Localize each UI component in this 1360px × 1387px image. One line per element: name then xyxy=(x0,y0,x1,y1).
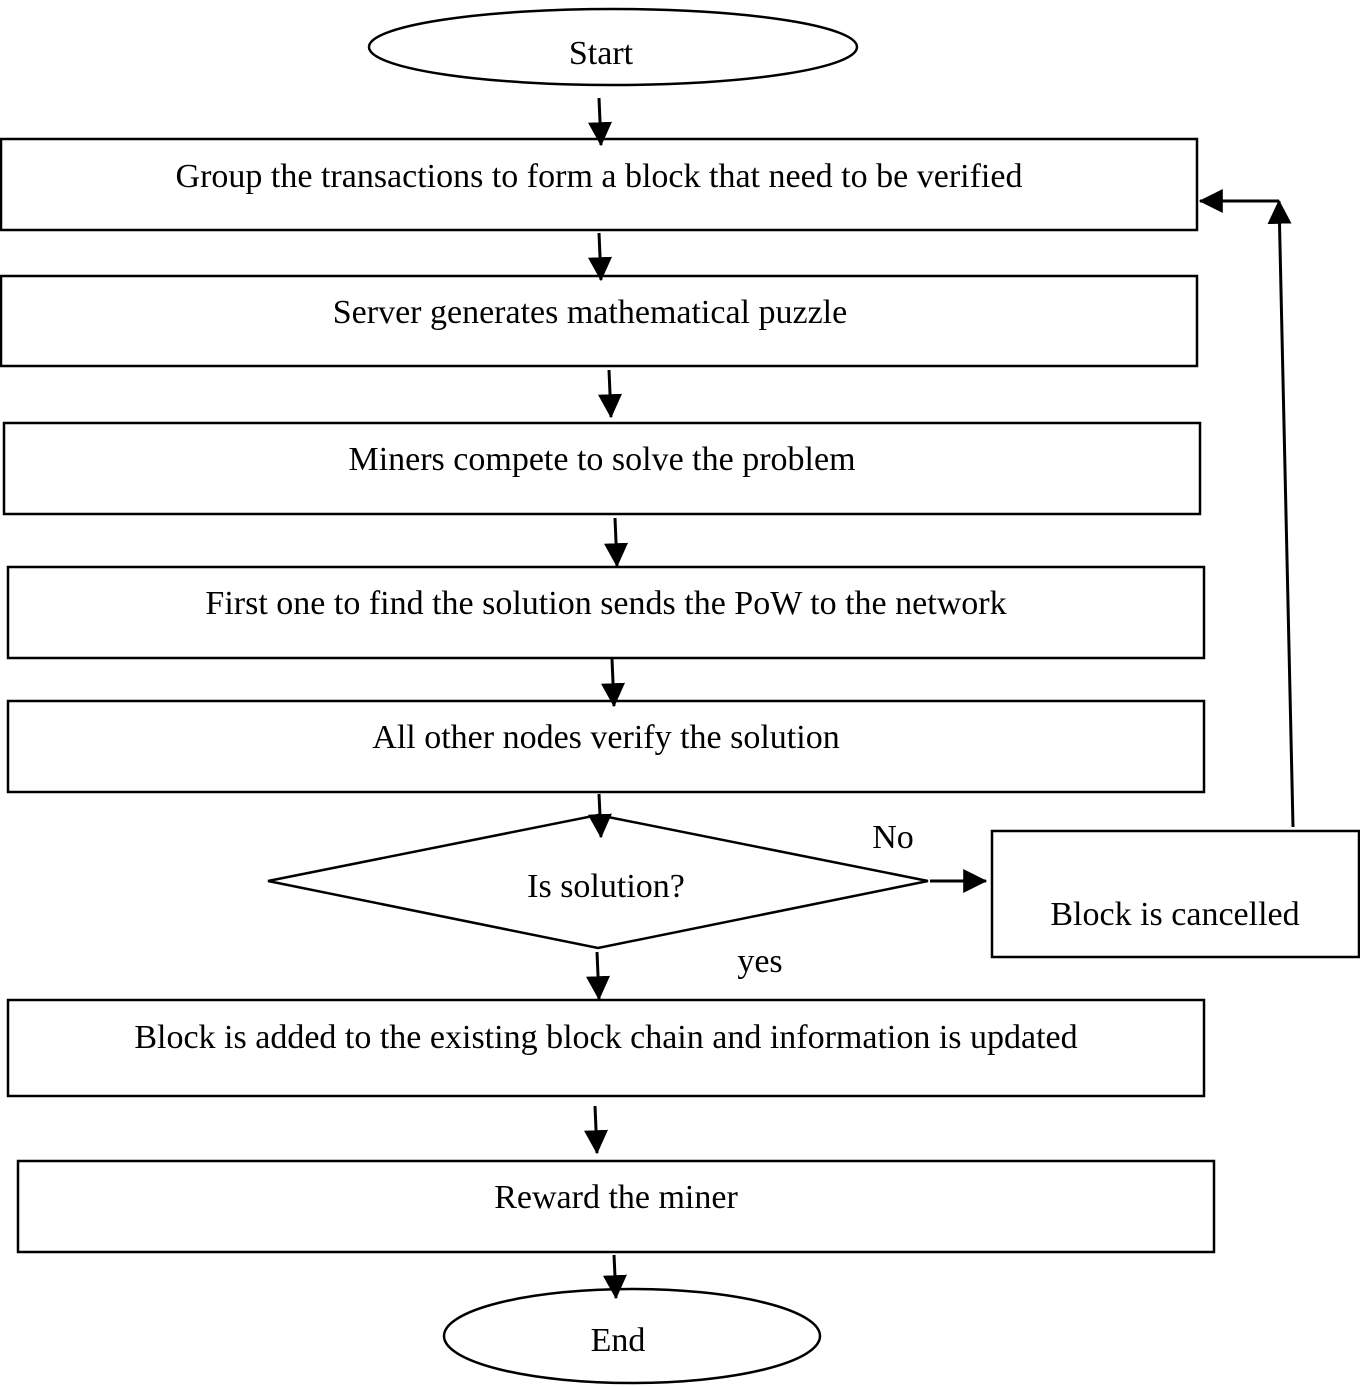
start-label: Start xyxy=(569,35,634,72)
arrow-reward-to-end xyxy=(602,1254,627,1300)
arrow-added-to-reward xyxy=(584,1105,609,1155)
miners-compete-node: Miners compete to solve the problem xyxy=(2,421,1202,516)
decision-label: Is solution? xyxy=(527,868,685,905)
group-transactions-label: Group the transactions to form a block t… xyxy=(176,158,1023,195)
block-cancelled-label: Block is cancelled xyxy=(1050,896,1299,933)
end-label: End xyxy=(591,1322,646,1359)
end-node: End xyxy=(442,1287,822,1385)
block-cancelled-node: Block is cancelled xyxy=(990,829,1360,959)
arrow-miners-to-first xyxy=(604,517,629,568)
arrow-decision-to-added xyxy=(586,951,611,1001)
arrow-cancelled-loop-up xyxy=(1267,199,1295,828)
arrow-group-to-server xyxy=(588,232,613,282)
arrow-server-to-miners xyxy=(598,369,623,419)
arrow-first-to-verify xyxy=(601,658,626,708)
block-added-node: Block is added to the existing block cha… xyxy=(6,998,1206,1098)
verify-solution-label: All other nodes verify the solution xyxy=(372,719,839,756)
reward-node: Reward the miner xyxy=(16,1159,1216,1254)
arrow-verify-to-decision xyxy=(587,793,612,839)
server-puzzle-label: Server generates mathematical puzzle xyxy=(333,294,847,331)
verify-solution-node: All other nodes verify the solution xyxy=(6,699,1206,794)
edge-label-yes: yes xyxy=(737,943,782,980)
block-added-label: Block is added to the existing block cha… xyxy=(134,1019,1077,1056)
first-solution-node: First one to find the solution sends the… xyxy=(6,565,1206,660)
server-puzzle-node: Server generates mathematical puzzle xyxy=(0,274,1199,368)
start-node: Start xyxy=(367,7,859,87)
group-transactions-node: Group the transactions to form a block t… xyxy=(0,137,1199,232)
edge-label-no: No xyxy=(872,819,914,856)
reward-label: Reward the miner xyxy=(494,1179,738,1216)
arrow-start-to-group xyxy=(588,97,613,147)
first-solution-label: First one to find the solution sends the… xyxy=(205,585,1006,622)
decision-node: Is solution? xyxy=(267,813,929,950)
miners-compete-label: Miners compete to solve the problem xyxy=(348,441,855,478)
